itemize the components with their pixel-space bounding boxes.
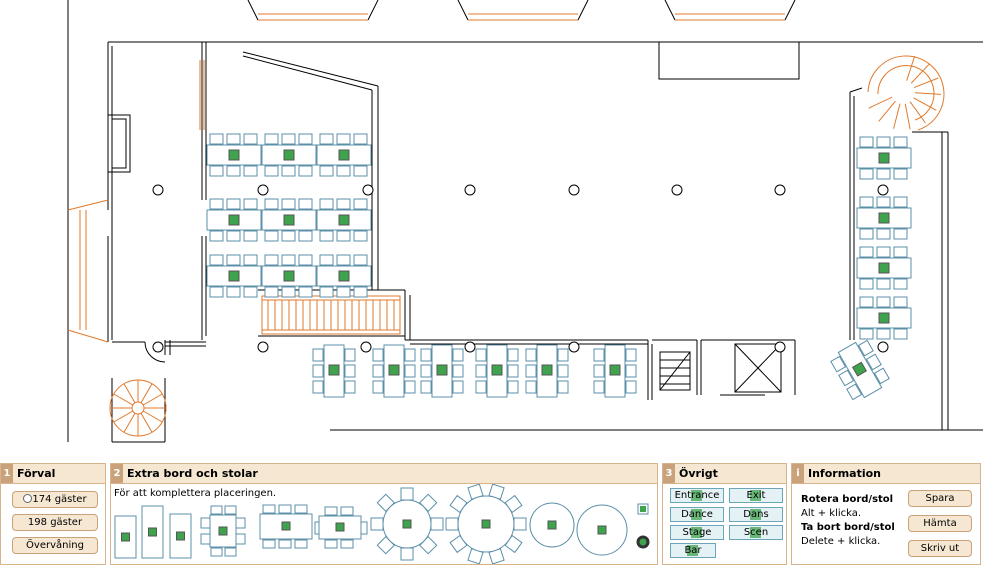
save-button[interactable]: Spara: [908, 490, 972, 507]
dance-marker[interactable]: Dance: [670, 507, 724, 522]
extra-subtitle: För att komplettera placeringen.: [114, 488, 277, 499]
pillars: [152, 184, 889, 353]
table-6[interactable]: [475, 344, 519, 398]
table-6[interactable]: [593, 344, 637, 398]
table-8[interactable]: [206, 198, 262, 242]
ovrigt-number: 3: [663, 464, 675, 483]
table-8[interactable]: [261, 198, 317, 242]
floor-plan[interactable]: [0, 0, 984, 462]
rotate-text: Alt + klicka.: [801, 508, 862, 519]
info-title: Information: [808, 467, 881, 480]
delete-title: Ta bort bord/stol: [801, 522, 895, 533]
forval-number: 1: [1, 464, 13, 483]
spiral-stair-bottom: [109, 379, 167, 437]
table-6[interactable]: [372, 344, 416, 398]
extra-table[interactable]: [114, 515, 137, 559]
table-8[interactable]: [206, 254, 262, 298]
table-8[interactable]: [316, 133, 372, 177]
table-8[interactable]: [261, 254, 317, 298]
ovrigt-title: Övrigt: [679, 467, 718, 480]
info-header: i Information: [792, 464, 980, 484]
extra-table[interactable]: [169, 513, 192, 559]
extra-round-table-small[interactable]: [529, 502, 575, 548]
exit-marker[interactable]: Exit: [729, 488, 783, 503]
info-panel: i Information Rotera bord/stol Alt + kli…: [791, 463, 981, 565]
forval-title: Förval: [17, 467, 56, 480]
load-button[interactable]: Hämta: [908, 515, 972, 532]
ovrigt-header: 3 Övrigt: [663, 464, 786, 484]
table-8[interactable]: [856, 246, 912, 290]
table-6[interactable]: [525, 344, 569, 398]
rotate-title: Rotera bord/stol: [801, 494, 894, 505]
table-6[interactable]: [420, 344, 464, 398]
windows: [67, 13, 785, 343]
forval-panel: 1 Förval 174 gäster 198 gäster Övervånin…: [0, 463, 106, 565]
table-6[interactable]: [829, 337, 891, 403]
extra-table[interactable]: [141, 505, 164, 559]
table-8[interactable]: [856, 196, 912, 240]
preset-upstairs-button[interactable]: Övervåning: [12, 537, 98, 554]
walls: [67, 0, 983, 443]
table-8[interactable]: [261, 133, 317, 177]
info-number: i: [792, 464, 804, 483]
radio-icon: [23, 494, 33, 503]
table-6[interactable]: [312, 344, 356, 398]
ovrigt-panel: 3 Övrigt Entrance Exit Dance Dans Stage …: [662, 463, 787, 565]
extra-stool[interactable]: [636, 535, 650, 549]
stage-marker[interactable]: Stage: [670, 525, 724, 540]
extra-title: Extra bord och stolar: [127, 467, 258, 480]
extra-items[interactable]: [111, 484, 657, 564]
dans-marker[interactable]: Dans: [729, 507, 783, 522]
extra-round-table[interactable]: [445, 484, 527, 564]
scen-marker[interactable]: Scen: [729, 525, 783, 540]
extra-table-6[interactable]: [314, 506, 368, 549]
entrance-marker[interactable]: Entrance: [670, 488, 724, 503]
forval-header: 1 Förval: [1, 464, 105, 484]
extra-chair[interactable]: [637, 503, 649, 515]
spiral-stair-top: [867, 55, 945, 131]
extra-number: 2: [111, 464, 123, 483]
extra-round-table-large[interactable]: [576, 504, 628, 556]
extra-table-4[interactable]: [200, 505, 246, 557]
main-staircase: [261, 295, 401, 335]
extra-round-table[interactable]: [370, 487, 444, 561]
preset-198-button[interactable]: 198 gäster: [12, 514, 98, 531]
extra-header: 2 Extra bord och stolar: [111, 464, 657, 484]
extra-panel: 2 Extra bord och stolar För att komplett…: [110, 463, 658, 565]
tables[interactable]: [206, 133, 912, 403]
preset-174-button[interactable]: 174 gäster: [12, 491, 98, 508]
delete-text: Delete + klicka.: [801, 536, 881, 547]
table-8[interactable]: [206, 133, 262, 177]
extra-table-8[interactable]: [259, 504, 313, 549]
table-8[interactable]: [856, 296, 912, 340]
table-8[interactable]: [316, 254, 372, 298]
bar-marker[interactable]: Bar: [670, 543, 716, 558]
table-8[interactable]: [316, 198, 372, 242]
print-button[interactable]: Skriv ut: [908, 540, 972, 557]
table-8[interactable]: [856, 136, 912, 180]
